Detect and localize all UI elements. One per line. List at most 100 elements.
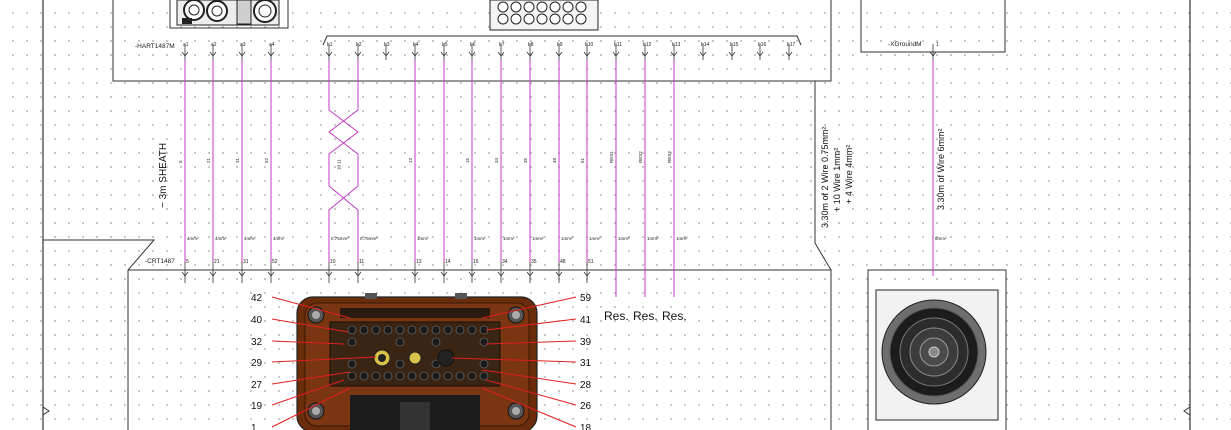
top-pin-label: b11 xyxy=(614,42,622,48)
bottom-left-bracket xyxy=(43,239,156,430)
cavity-number-left: 19 xyxy=(251,401,263,412)
wire-size-label: 1mm² xyxy=(561,236,573,241)
harness-note-line-3: + 4 Wire 4mm² xyxy=(844,145,854,204)
bottom-pin-terminal xyxy=(209,271,217,277)
bottom-pin-label: 21 xyxy=(214,259,220,265)
bottom-connector-name: -CRT1487 xyxy=(145,258,175,265)
ground-bottom-outline xyxy=(867,269,1007,430)
wire-label: 31 xyxy=(235,157,240,163)
wire-label: RES1 xyxy=(609,151,614,163)
top-pin-label: b1 xyxy=(327,42,333,48)
cavity-number-left: 42 xyxy=(251,293,263,304)
top-pin-terminal xyxy=(382,51,390,57)
ground-wire-size: 6mm² xyxy=(935,236,947,241)
top-pin-terminal xyxy=(583,51,591,57)
sheath-label: ~ 3m SHEATH xyxy=(158,143,169,208)
top-pin-label: a2 xyxy=(211,42,217,48)
bottom-pin-label: 34 xyxy=(502,259,508,265)
ground-pin-terminal xyxy=(929,51,937,57)
wire-size-label: 1mm² xyxy=(503,236,515,241)
top-pin-label: b2 xyxy=(356,42,362,48)
top-pin-terminal xyxy=(612,51,620,57)
wire-label: 15 xyxy=(465,157,470,163)
bottom-pin-terminal xyxy=(583,271,591,277)
harness-right-edge xyxy=(814,81,832,271)
bottom-pin-label: 5 xyxy=(186,259,189,265)
cavity-callout-line xyxy=(485,340,577,345)
res-label-1: Res. xyxy=(604,309,629,323)
cavity-callout-line xyxy=(271,356,377,363)
ground-lug-image xyxy=(875,289,999,421)
wire-label: 11 xyxy=(337,159,342,164)
bottom-pin-label: 52 xyxy=(272,259,278,265)
wire-size-label: 4mm² xyxy=(273,236,285,241)
cavity-number-left: 40 xyxy=(251,315,263,326)
wire-size-label: 0.75mm² xyxy=(331,236,349,241)
bottom-pin-terminal xyxy=(181,271,189,277)
cavity-number-right: 41 xyxy=(580,315,592,326)
harness-note-line-2: + 10 Wire 1mm² xyxy=(832,148,842,212)
top-pin-terminal xyxy=(354,51,362,57)
bottom-pin-terminal xyxy=(468,271,476,277)
top-pin-terminal xyxy=(785,51,793,57)
top-pin-terminal xyxy=(641,51,649,57)
top-pin-label: a3 xyxy=(240,42,246,48)
top-pin-terminal xyxy=(181,51,189,57)
top-connector-a-image xyxy=(176,0,280,26)
wire-label: RES3 xyxy=(667,151,672,163)
top-pin-label: b12 xyxy=(643,42,652,48)
top-pin-label: b14 xyxy=(701,42,710,48)
wire-size-label: 1mm² xyxy=(532,236,544,241)
top-connector-a-bracket xyxy=(169,0,289,29)
res-label-2: Res. xyxy=(633,309,658,323)
cavity-number-right: 59 xyxy=(580,293,592,304)
wire-label: 5 xyxy=(178,160,183,163)
ground-wire-note: 3.30m of Wire 6mm² xyxy=(936,128,946,210)
top-pin-terminal xyxy=(440,51,448,57)
bottom-pin-terminal xyxy=(238,271,246,277)
harness-note: 3.30m of 2 Wire 0.75mm² + 10 Wire 1mm² +… xyxy=(820,126,854,228)
top-connector-name: -HART1487M xyxy=(135,43,175,50)
cavity-callout-line xyxy=(481,387,577,428)
bottom-pin-terminal xyxy=(325,271,333,277)
left-frame-arrow xyxy=(42,406,50,416)
bottom-pin-label: 14 xyxy=(445,259,451,265)
top-pin-label: b3 xyxy=(384,42,390,48)
wire-size-label: 1mm² xyxy=(474,236,486,241)
top-pin-label: b16 xyxy=(758,42,767,48)
wire-label: 21 xyxy=(206,157,211,163)
cavity-callout-line xyxy=(271,379,345,406)
bottom-connector-image xyxy=(296,293,538,430)
bottom-pin-terminal xyxy=(526,271,534,277)
cavity-number-left: 1 xyxy=(251,423,257,430)
wire-size-label: 1mm² xyxy=(417,236,429,241)
bottom-pin-terminal xyxy=(497,271,505,277)
top-pin-terminal xyxy=(411,51,419,57)
bottom-pin-label: 35 xyxy=(531,259,537,265)
wire-size-label: 0.75mm² xyxy=(360,236,378,241)
cavity-callout-line xyxy=(485,379,577,406)
bottom-pin-terminal xyxy=(267,271,275,277)
bottom-pin-label: 13 xyxy=(416,259,422,265)
top-pin-terminal xyxy=(325,51,333,57)
bottom-pin-label: 48 xyxy=(560,259,566,265)
wire-label: 10 xyxy=(337,164,342,170)
wire-size-label: 1mm² xyxy=(589,236,601,241)
cavity-number-left: 32 xyxy=(251,337,263,348)
top-pin-label: b17 xyxy=(787,42,796,48)
top-pin-terminal xyxy=(728,51,736,57)
ground-connector-name: -XGroundM xyxy=(888,41,922,48)
res-label-3: Res. xyxy=(662,309,687,323)
top-pin-terminal xyxy=(526,51,534,57)
bottom-pin-label: 15 xyxy=(473,259,479,265)
wire-size-label: 4mm² xyxy=(187,236,199,241)
cavity-callout-line xyxy=(271,296,351,319)
top-pin-terminal xyxy=(238,51,246,57)
cavity-number-right: 18 xyxy=(580,423,592,430)
wire-label: 52 xyxy=(264,157,269,163)
